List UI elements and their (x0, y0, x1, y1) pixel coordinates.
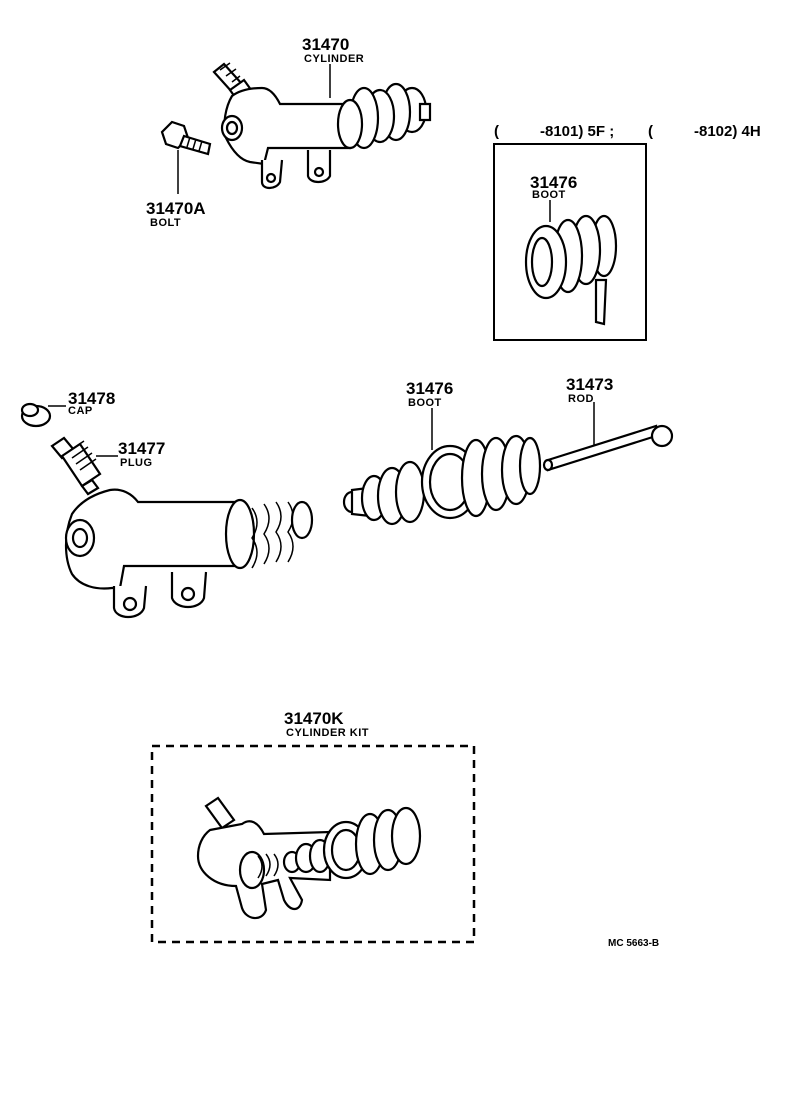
inset-frame (493, 143, 647, 341)
bolt-assembly: 31470A BOLT (146, 120, 212, 229)
part-name-boot: BOOT (408, 397, 442, 409)
figure-code: MC 5663-B (608, 938, 659, 949)
boot-assembly-middle: 31476 BOOT (342, 379, 542, 526)
inset-boot-drawing (524, 214, 618, 326)
part-number-31476: 31476 (406, 379, 453, 398)
inset-note-open2: ( (648, 123, 653, 140)
part-name-bolt: BOLT (150, 217, 181, 229)
part-name-cylinder-kit: CYLINDER KIT (286, 727, 369, 739)
part-number-31476-inset: 31476 (530, 173, 577, 192)
plug-assembly: 31477 PLUG (50, 436, 165, 496)
inset-box: ( -8101) 5F ; ( -8102) 4H 31476 BOOT (493, 123, 761, 341)
cylinder-body-middle (64, 488, 314, 619)
kit-dashed-frame (150, 744, 476, 944)
cylinder-kit-assembly: 31470K CYLINDER KIT (150, 709, 476, 944)
part-name-plug: PLUG (120, 457, 153, 469)
cylinder-assembly-top: 31470 CYLINDER (212, 35, 432, 190)
rod-assembly: 31473 ROD (542, 375, 674, 472)
inset-note-range2: -8102) 4H (694, 123, 761, 140)
part-number-31477: 31477 (118, 439, 165, 458)
part-name-rod: ROD (568, 393, 594, 405)
part-name-cap: CAP (68, 405, 93, 417)
inset-note-open1: ( (494, 123, 499, 140)
piston-and-boot-drawing (342, 434, 542, 526)
part-number-31473: 31473 (566, 375, 613, 394)
part-number-31470: 31470 (302, 35, 349, 54)
cap-assembly: 31478 CAP (20, 389, 115, 428)
kit-contents-drawing (196, 796, 422, 920)
part-number-31470A: 31470A (146, 199, 206, 218)
part-name-cylinder: CYLINDER (304, 53, 364, 65)
cylinder-boot-top (336, 82, 432, 150)
spring-middle (224, 498, 314, 570)
cylinder-body-top (220, 86, 352, 190)
inset-note-range1: -8101) 5F ; (540, 123, 614, 140)
part-name-boot-inset: BOOT (532, 189, 566, 201)
part-number-31478: 31478 (68, 389, 115, 408)
part-number-31470K: 31470K (284, 709, 344, 728)
